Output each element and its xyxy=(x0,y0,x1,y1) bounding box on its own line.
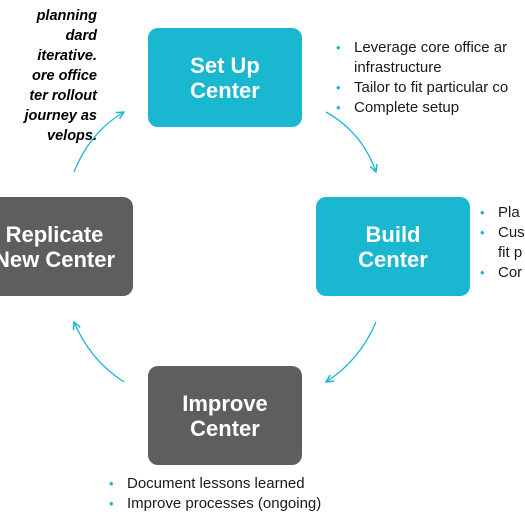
setup-center-label-line1: Set Up xyxy=(190,52,260,78)
improve-center-label-line1: Improve xyxy=(182,390,268,416)
improve-bullet-list: • Document lessons learned • Improve pro… xyxy=(107,474,321,514)
setup-center-label-line2: Center xyxy=(190,77,260,103)
bullet-dot-icon: • xyxy=(480,205,485,220)
bullet-text: Cus xyxy=(498,224,525,241)
list-item: • Leverage core office ar infrastructure xyxy=(334,38,508,78)
intro-line: planning xyxy=(36,8,97,24)
replicate-center-label-line2: New Center xyxy=(0,246,116,272)
bullet-dot-icon: • xyxy=(336,100,341,115)
list-item: • Complete setup xyxy=(334,98,508,118)
bullet-dot-icon: • xyxy=(480,225,485,240)
build-bullet-list: • Pla • Cus fit p • Cor xyxy=(478,203,525,283)
improve-center-box: Improve Center xyxy=(148,366,302,465)
replicate-center-box: Replicate New Center xyxy=(0,197,133,296)
list-item: • Cor xyxy=(478,263,525,283)
bullet-dot-icon: • xyxy=(480,265,485,280)
setup-bullet-list: • Leverage core office ar infrastructure… xyxy=(334,38,508,118)
build-center-label-line1: Build xyxy=(365,221,421,247)
arrow-replicate-to-setup xyxy=(73,112,124,173)
intro-line: journey as xyxy=(24,108,97,124)
intro-line: dard xyxy=(65,28,97,44)
bullet-text: Pla xyxy=(498,204,520,221)
bullet-text: Leverage core office ar xyxy=(354,39,508,56)
list-item: • Cus fit p xyxy=(478,223,525,263)
bullet-dot-icon: • xyxy=(336,80,341,95)
intro-line: ter rollout xyxy=(29,88,97,104)
bullet-text-continued: fit p xyxy=(498,244,523,261)
bullet-dot-icon: • xyxy=(109,476,114,491)
bullet-text-continued: infrastructure xyxy=(354,59,442,76)
arrow-improve-to-replicate xyxy=(74,322,125,383)
list-item: • Improve processes (ongoing) xyxy=(107,494,321,514)
setup-center-box: Set Up Center xyxy=(148,28,302,127)
bullet-text: Cor xyxy=(498,264,523,281)
build-center-label-line2: Center xyxy=(358,246,428,272)
arrow-setup-to-build xyxy=(325,111,376,172)
bullet-dot-icon: • xyxy=(109,496,114,511)
bullet-text: Tailor to fit particular co xyxy=(354,79,509,96)
build-center-box: Build Center xyxy=(316,197,470,296)
improve-center-label-line2: Center xyxy=(190,415,260,441)
intro-line: iterative. xyxy=(37,48,97,64)
list-item: • Tailor to fit particular co xyxy=(334,78,508,98)
replicate-center-label-line1: Replicate xyxy=(5,221,104,247)
arrow-build-to-improve xyxy=(326,321,377,382)
intro-line: ore office xyxy=(31,68,97,84)
intro-line: velops. xyxy=(47,128,97,144)
list-item: • Document lessons learned xyxy=(107,474,321,494)
intro-text: planning dard iterative. ore office ter … xyxy=(0,6,97,146)
bullet-text: Document lessons learned xyxy=(127,475,305,492)
bullet-text: Complete setup xyxy=(354,99,460,116)
bullet-text: Improve processes (ongoing) xyxy=(127,495,322,512)
bullet-dot-icon: • xyxy=(336,40,341,55)
list-item: • Pla xyxy=(478,203,525,223)
